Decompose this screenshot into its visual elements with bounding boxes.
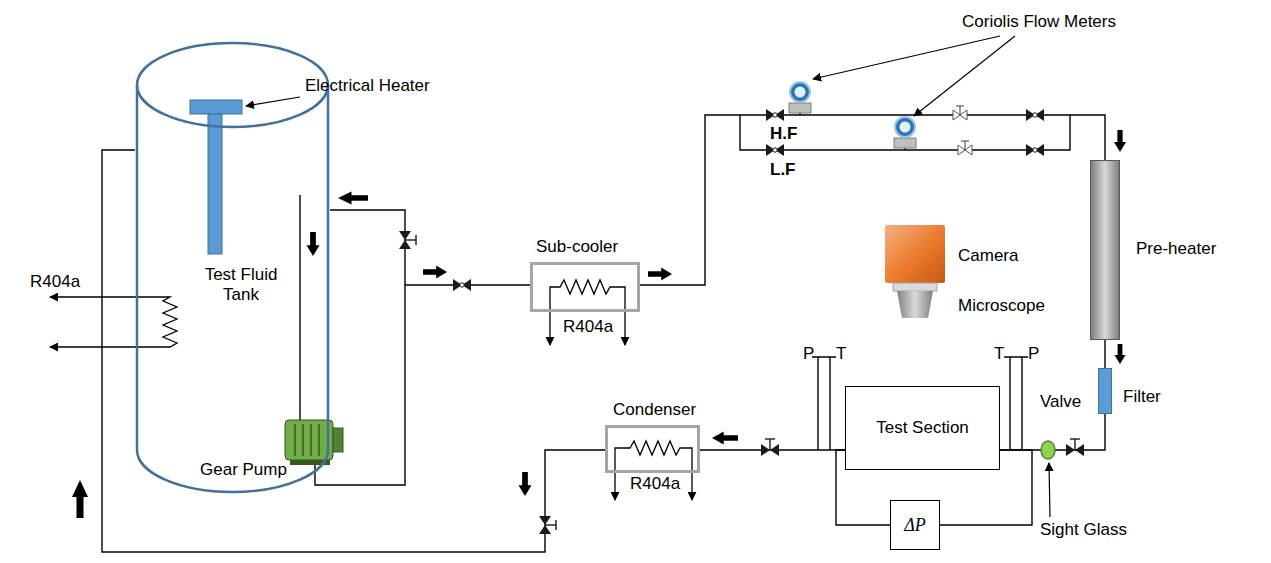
drawing-part <box>1049 463 1050 517</box>
tank-node: Test Fluid Tank <box>135 40 330 495</box>
part-label: P <box>803 344 814 364</box>
drawing-part <box>50 297 177 347</box>
drawing-part <box>333 428 343 452</box>
component-label: Sub-cooler <box>536 237 618 257</box>
pipe-connector <box>640 115 1105 285</box>
drawing-part <box>766 109 784 121</box>
part-label: R404a <box>563 317 613 337</box>
tank-wall <box>137 85 328 492</box>
drawing-part <box>295 424 319 456</box>
component-label: Pre-heater <box>1136 239 1216 259</box>
flow-arrows <box>72 130 1126 518</box>
part-label: R404a <box>30 272 80 292</box>
component-label: Condenser <box>613 400 696 420</box>
condenser-box: Condenser <box>605 425 700 473</box>
coriolis-meters <box>789 82 916 150</box>
drawing-part <box>330 210 405 285</box>
drawing-part <box>208 114 222 254</box>
part-label: R404a <box>630 474 680 494</box>
pipe-connector <box>1104 340 1105 368</box>
part-label: H.F <box>770 124 797 144</box>
camera-microscope <box>885 225 945 318</box>
valves <box>399 106 1084 534</box>
drawing-part <box>740 115 1070 150</box>
subcooler-box: Sub-cooler <box>530 262 640 312</box>
drawing-part <box>885 225 945 283</box>
drawing-part <box>761 439 779 456</box>
pipe-connector <box>102 150 605 552</box>
drawing-part <box>1004 357 1016 450</box>
pipe-connector <box>940 450 1032 525</box>
drawing-part <box>550 280 625 345</box>
drawing-part <box>958 141 972 155</box>
flow-arrow <box>72 480 88 518</box>
part-label: T <box>994 344 1004 364</box>
drawing-part <box>1016 357 1028 450</box>
part-label: T <box>836 344 846 364</box>
tank-label: Test Fluid Tank <box>195 265 287 304</box>
drawing-part <box>1026 109 1044 121</box>
part-label: Gear Pump <box>200 460 287 480</box>
drawing-part <box>285 420 333 460</box>
dp-box: ΔP <box>890 500 940 550</box>
drawing-part <box>789 82 811 115</box>
component-label: Filter <box>1123 387 1161 407</box>
flow-arrow <box>307 232 320 256</box>
flow-arrow <box>338 192 368 205</box>
drawing-part <box>897 291 933 318</box>
flow-arrow <box>712 432 738 445</box>
tank-top <box>137 43 328 127</box>
part-label: Valve <box>1040 392 1081 412</box>
test-section-box: Test Section <box>845 386 1000 470</box>
part-label: Camera <box>958 246 1018 266</box>
flow-arrow <box>423 266 447 279</box>
pipe-lines <box>300 115 1070 485</box>
part-label: Microscope <box>958 296 1045 316</box>
leader-lines <box>246 36 1050 517</box>
drawing-part <box>766 144 784 156</box>
drawing-part <box>824 357 836 450</box>
drawing-part <box>914 36 1015 116</box>
drawing-part <box>893 283 937 291</box>
part-label: P <box>1028 344 1039 364</box>
drawing-part <box>190 100 242 114</box>
drawing-part <box>539 516 556 534</box>
part-label: Coriolis Flow Meters <box>962 12 1116 32</box>
filter-box: Filter <box>1098 368 1112 414</box>
preheater-box: Pre-heater <box>1090 160 1120 340</box>
drawing-part <box>1041 441 1055 459</box>
dp-label: ΔP <box>904 515 926 536</box>
drawing-part <box>812 357 824 450</box>
drawing-part <box>246 97 300 106</box>
part-label: Electrical Heater <box>305 76 430 96</box>
component-label: Test Section <box>876 418 969 438</box>
pipe-connector <box>330 285 530 485</box>
drawing-part <box>299 195 300 420</box>
drawing-part <box>894 117 916 150</box>
gear-pump <box>285 420 343 465</box>
drawing-part <box>1066 439 1084 456</box>
sight-glass <box>1041 441 1055 459</box>
drawing-part <box>953 106 967 120</box>
drawing-part <box>399 231 416 249</box>
drawing-part <box>453 279 471 291</box>
part-label: Sight Glass <box>1040 520 1127 540</box>
drawing-part <box>1026 144 1044 156</box>
flow-arrow <box>519 472 532 496</box>
flow-arrow <box>648 268 672 281</box>
flow-arrow <box>1115 344 1126 364</box>
flow-arrow <box>1114 130 1126 152</box>
part-label: L.F <box>770 160 796 180</box>
drawing-part <box>813 36 1000 79</box>
